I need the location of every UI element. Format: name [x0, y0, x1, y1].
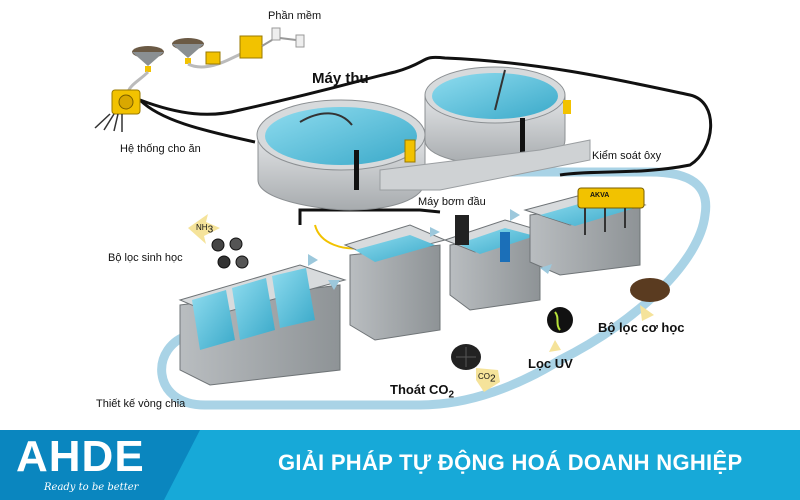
software-terminal-2 [295, 34, 305, 48]
footer-logo-area [0, 430, 200, 500]
head-pump [455, 215, 469, 245]
tank-platform [379, 139, 591, 191]
label-split-loop: Thiết kế vòng chia [96, 398, 186, 410]
uv-lamp-icon [547, 307, 573, 333]
feeding-blower [94, 89, 141, 132]
feed-silo-left [132, 46, 164, 72]
label-uv-filter: Lọc UV [528, 356, 573, 371]
oxygen-probe-left [404, 139, 416, 163]
label-feeding-system: Hệ thống cho ăn [120, 143, 201, 155]
oxygen-tank [523, 187, 647, 276]
label-oxygen-control: Kiểm soát ôxy [592, 150, 662, 162]
label-software: Phần mềm [268, 10, 322, 22]
label-co2-degas: Thoát CO2 [390, 382, 455, 401]
mech-arrow-icon [640, 305, 654, 321]
flow-arrows [308, 209, 552, 290]
ras-diagram: Phần mềm Máy thu Hệ thống cho ăn Kiểm so… [94, 10, 713, 410]
diagram-artwork [94, 27, 713, 410]
software-terminal-1 [271, 27, 281, 41]
co2-arrow-icon [476, 368, 500, 392]
label-head-pump: Máy bơm đầu [418, 196, 486, 208]
oxygen-unit-brand: AKVA [590, 192, 610, 199]
biofilter-unit [178, 264, 347, 386]
fish-tank-right [424, 66, 571, 166]
brand-logo[interactable]: AHDE [16, 432, 145, 481]
oxygen-unit [577, 187, 645, 209]
feed-controller [239, 35, 263, 59]
fish-tank-large [256, 99, 426, 211]
feed-silo-right [172, 38, 204, 64]
biomedia-icon [211, 237, 249, 269]
label-mechanical-filter: Bộ lọc cơ học [598, 320, 685, 335]
nh3-arrow-icon [188, 214, 220, 244]
brand-slogan: GIẢI PHÁP TỰ ĐỘNG HOÁ DOANH NGHIỆP [278, 450, 743, 475]
label-biofilter: Bộ lọc sinh học [108, 252, 183, 264]
footer-banner: AHDE Ready to be better GIẢI PHÁP TỰ ĐỘN… [0, 430, 800, 500]
feed-doser [205, 51, 221, 65]
pump-tank [443, 215, 547, 311]
label-receiver: Máy thu [312, 70, 369, 87]
sludge-icon [630, 278, 670, 302]
uv-arrow-icon [549, 340, 561, 352]
label-co2-icon: CO2 [478, 372, 496, 385]
brand-tagline: Ready to be better [44, 482, 139, 493]
sump-tank [343, 224, 447, 341]
label-nh3: NH3 [196, 223, 214, 236]
